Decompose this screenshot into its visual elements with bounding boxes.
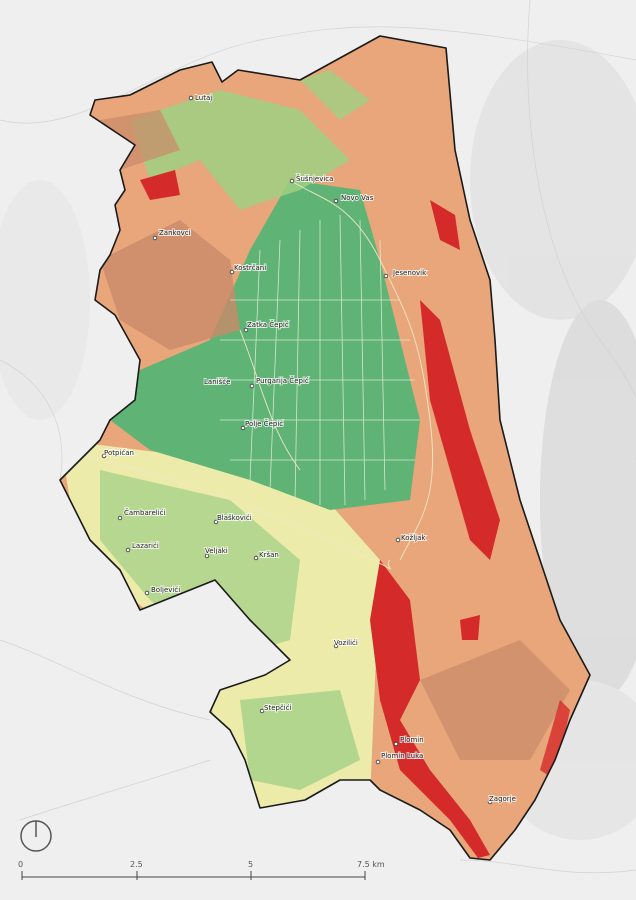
place-label-zagorje: Zagorje [489, 795, 516, 803]
red-ridge-south [370, 560, 490, 858]
green-plain [110, 180, 420, 510]
place-krsan[interactable]: Kršan [253, 550, 280, 561]
place-lanisce[interactable]: Lanišće [203, 377, 231, 387]
place-kostrcani[interactable]: Kostrčani [229, 263, 267, 275]
place-zatka-cepic[interactable]: Zatka Čepić [243, 319, 290, 333]
place-susnjevica[interactable]: Šušnjevica [289, 173, 334, 184]
place-label-lutaj: Lutaj [195, 94, 212, 102]
scale-tick-1: 2.5 [130, 860, 143, 869]
place-potpican[interactable]: Potpićan [101, 448, 135, 459]
scale-tick-2: 5 [248, 860, 253, 869]
place-polje-cepic[interactable]: Polje Čepić [240, 418, 284, 431]
place-veljaki[interactable]: Veljaki [204, 546, 229, 559]
place-stepcici[interactable]: Stepčići [259, 703, 293, 714]
place-label-blaskovici: Blaškovići [217, 514, 252, 522]
place-jesenovik[interactable]: Jesenovik [383, 268, 428, 279]
place-label-vozilici: Vozilići [334, 639, 358, 647]
place-kozljak[interactable]: Kožljak [395, 533, 427, 543]
place-label-kostrcani: Kostrčani [234, 264, 266, 272]
place-label-jesenovik: Jesenovik [392, 269, 427, 277]
place-cambarelici[interactable]: Čambarelići [117, 507, 166, 521]
place-label-polje-cepic: Polje Čepić [245, 419, 283, 428]
north-arrow-icon [20, 820, 52, 852]
place-label-purgarija-cepic: Purgarija Čepić [256, 376, 309, 385]
region-roads [60, 179, 434, 570]
place-label-zatka-cepic: Zatka Čepić [247, 320, 289, 329]
place-lutaj[interactable]: Lutaj [188, 93, 213, 103]
scale-bar: 0 2.5 5 7.5 km [18, 860, 385, 880]
place-blaskovici[interactable]: Blaškovići [213, 513, 253, 525]
place-label-zankovci: Zankovci [159, 229, 191, 237]
place-label-kozljak: Kožljak [401, 534, 426, 542]
place-label-plomin-luka: Plomin Luka [381, 752, 423, 760]
red-ridge-east [420, 300, 500, 560]
place-vozilici[interactable]: Vozilići [333, 638, 359, 649]
place-labels: Lutaj Šušnjevica Novo Vas Zankovci Kostr… [101, 93, 517, 805]
place-purgarija-cepic[interactable]: Purgarija Čepić [249, 375, 310, 389]
scale-tick-0: 0 [18, 860, 23, 869]
place-label-veljaki: Veljaki [205, 547, 228, 555]
scale-tick-3: 7.5 km [357, 860, 385, 869]
place-novo-vas[interactable]: Novo Vas [333, 193, 375, 204]
place-label-plomin: Plomin [400, 736, 424, 744]
place-label-lanisce: Lanišće [204, 378, 230, 386]
place-label-susnjevica: Šušnjevica [296, 174, 333, 183]
place-label-boljevici: Boljevići [151, 586, 180, 594]
place-label-novo-vas: Novo Vas [341, 194, 374, 202]
place-zagorje[interactable]: Zagorje [487, 794, 517, 805]
place-label-krsan: Kršan [259, 551, 279, 559]
place-label-potpican: Potpićan [104, 449, 134, 457]
region-outline [59, 35, 591, 861]
place-boljevici[interactable]: Boljevići [144, 585, 181, 596]
place-lazarici[interactable]: Lazarići [125, 541, 160, 553]
background-terrain [0, 40, 636, 840]
place-label-stepcici: Stepčići [264, 704, 292, 712]
place-plomin-luka[interactable]: Plomin Luka [375, 751, 424, 765]
place-label-cambarelici: Čambarelići [124, 508, 165, 517]
place-label-lazarici: Lazarići [132, 542, 159, 550]
place-plomin[interactable]: Plomin [393, 735, 425, 747]
background-roads [0, 0, 636, 874]
field-grid [215, 214, 420, 506]
place-zankovci[interactable]: Zankovci [152, 228, 192, 241]
